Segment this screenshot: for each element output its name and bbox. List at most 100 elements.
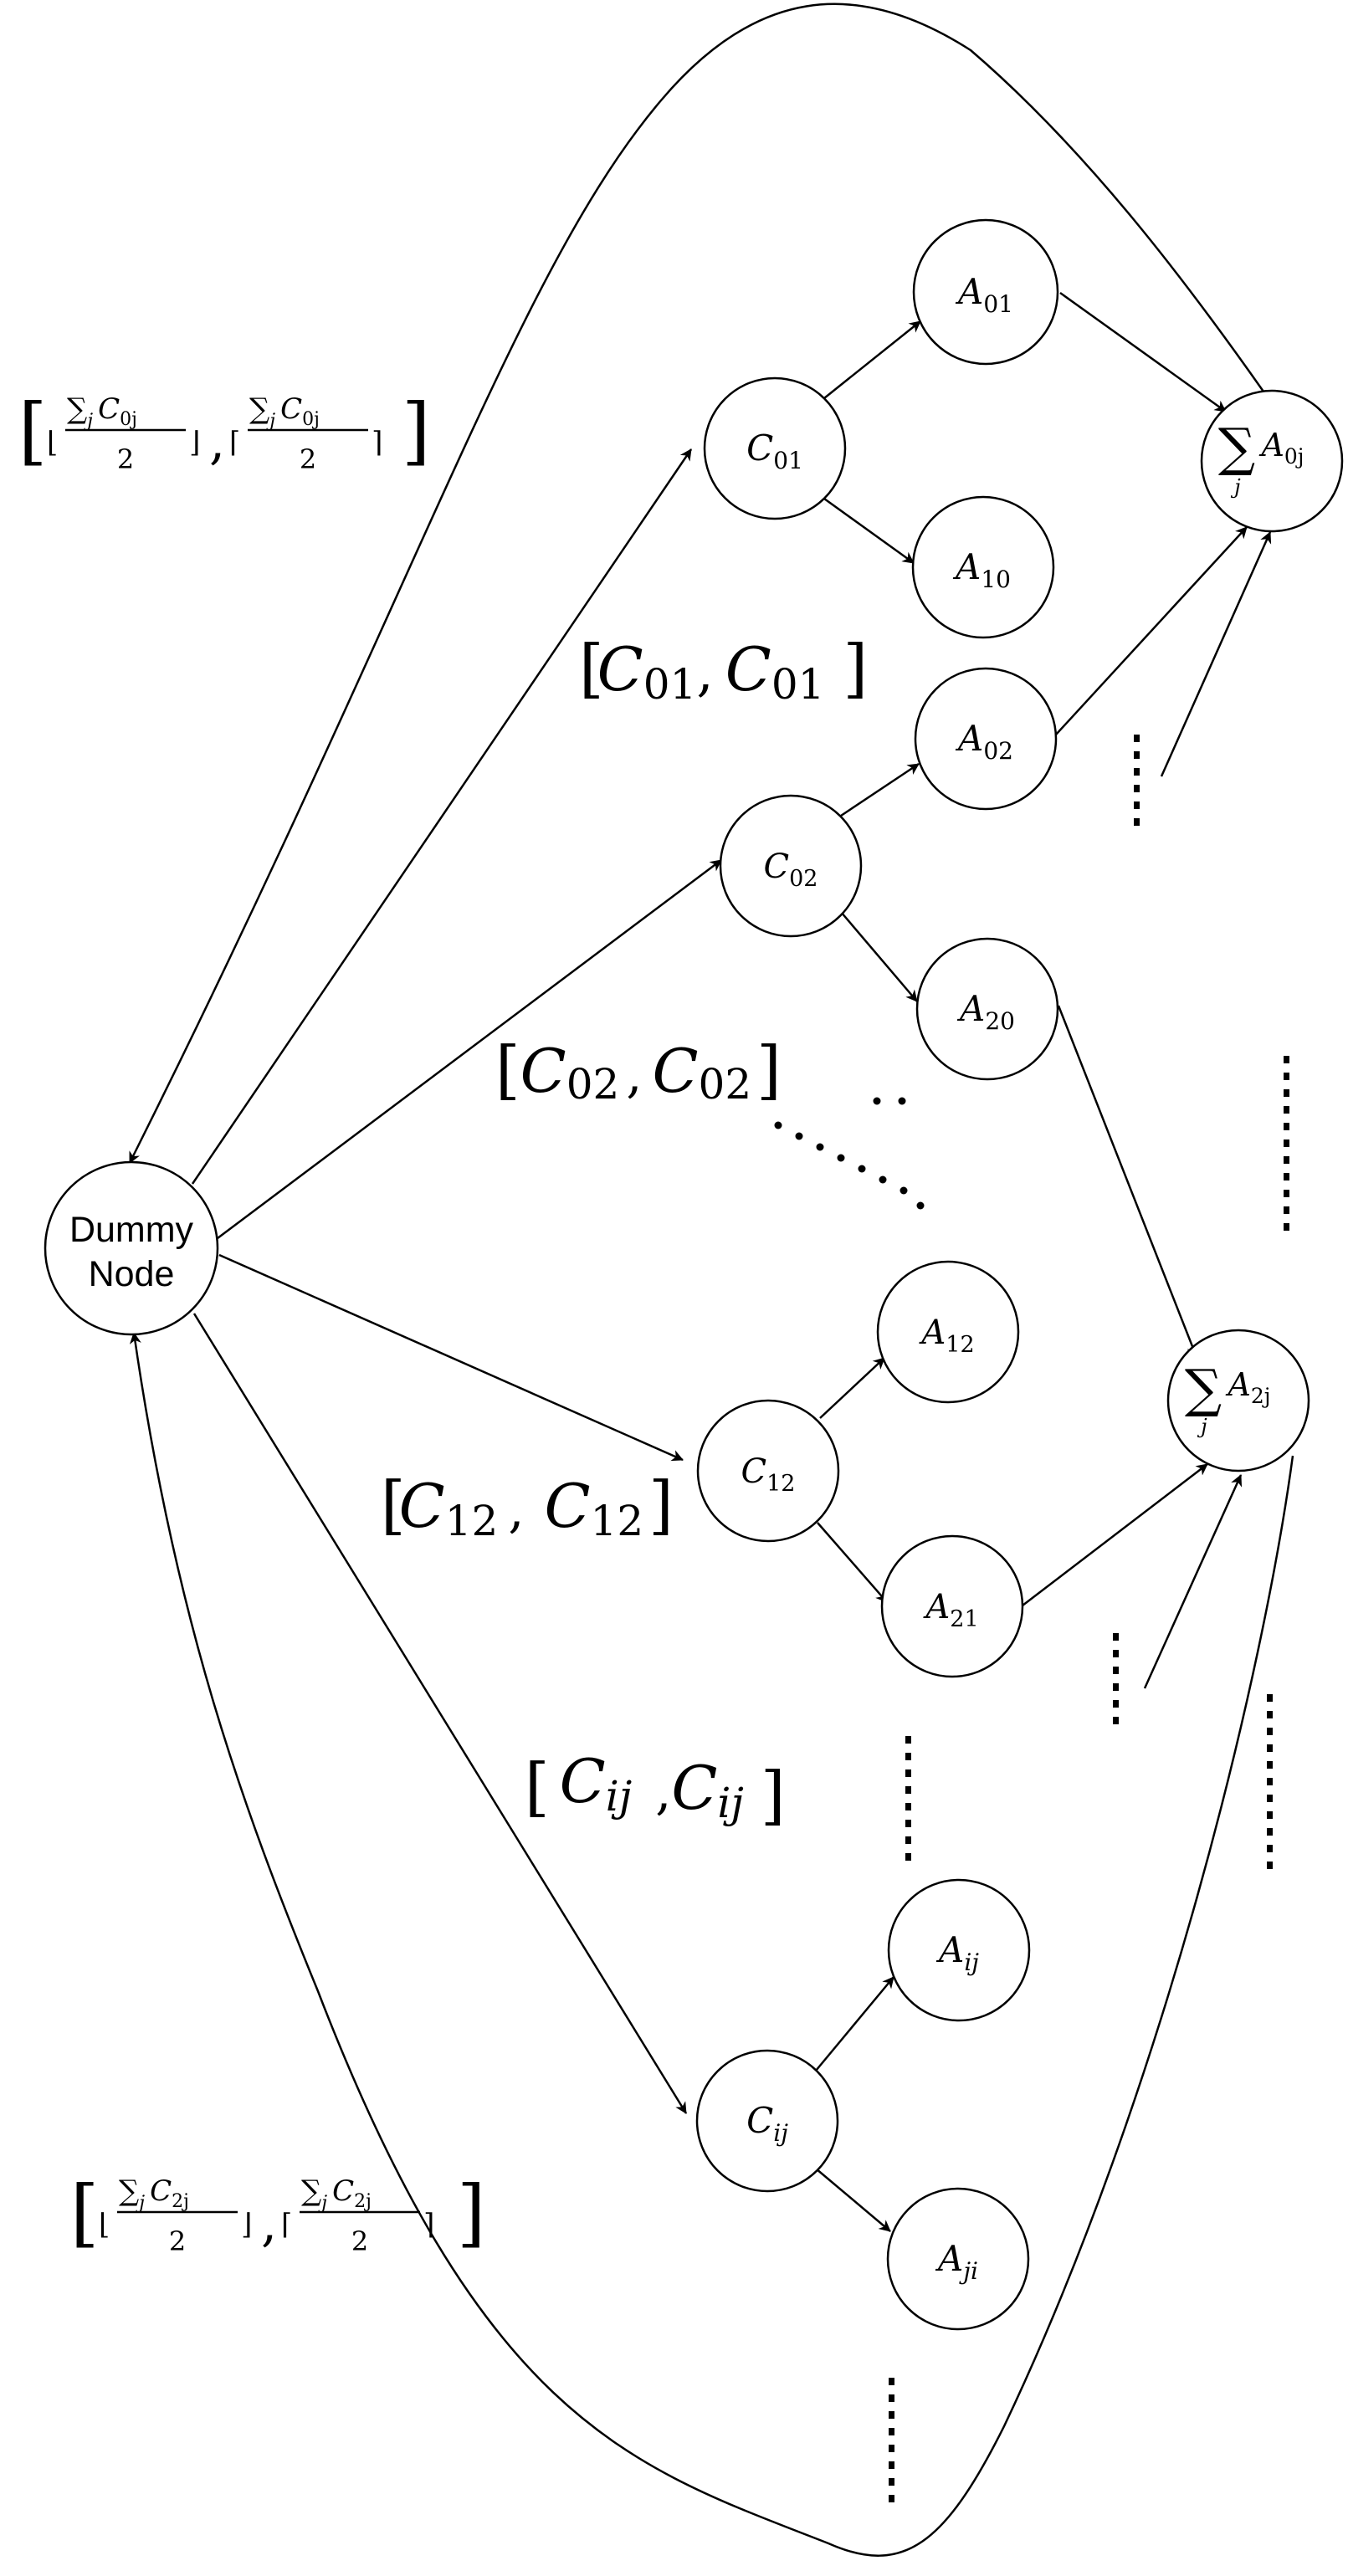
dummy-node: Dummy Node: [44, 1160, 219, 1336]
bound0j-base-2: C: [280, 392, 302, 426]
ellipsis-dots-bottom-column: [889, 2378, 894, 2502]
c02-base: C: [764, 848, 790, 886]
ellipsis-dots-a21-right: [1113, 1633, 1119, 1724]
label-cij-c1: C: [560, 1746, 606, 1816]
svg-text:Cij: Cij: [746, 2100, 788, 2147]
bound2j-close: ]: [457, 2169, 485, 2256]
cij-base: C: [746, 2100, 773, 2141]
bound0j-ceil-l: ⌈: [229, 426, 240, 459]
svg-text:[Cij,Cij]: [Cij,Cij]: [525, 1746, 786, 1832]
bound0j-floor-r: ⌋: [189, 426, 200, 459]
bound2j-base-2: C: [332, 2174, 354, 2208]
a12-sub: 12: [946, 1332, 974, 1358]
sum-node-a0j: ∑ j A0j: [1200, 389, 1344, 533]
a20-sub: 20: [985, 1007, 1015, 1035]
label-c12-s1: 12: [445, 1497, 499, 1545]
bound0j-base: C: [98, 392, 120, 426]
svg-text:A20: A20: [956, 988, 1015, 1035]
edge-a20-sum2j: [1057, 1005, 1198, 1358]
svg-text:Aij: Aij: [935, 1929, 979, 1976]
label-cij-c2: C: [671, 1753, 717, 1823]
ellipsis-dots-diagonal: [774, 1121, 925, 1210]
svg-text:C02: C02: [764, 848, 818, 892]
bound0j-ceil-r: ⌉: [372, 426, 382, 459]
label-cij-s2: ij: [717, 1779, 744, 1827]
label-c12-sep: ,: [508, 1481, 524, 1539]
edge-cij-aij: [815, 1976, 894, 2072]
a-node-a10: A10: [911, 495, 1055, 639]
sum0j-sub: 0j: [1284, 444, 1304, 469]
bound0j-close: ]: [402, 387, 430, 474]
edge-c12-a12: [819, 1357, 885, 1419]
c12-base: C: [741, 1452, 767, 1491]
svg-text:A21: A21: [922, 1588, 978, 1632]
edge-dummy-c12: [218, 1253, 684, 1462]
label-c02-sep: ,: [626, 1046, 642, 1104]
bound0j-sigma: ∑: [67, 392, 87, 426]
a01-sub: 01: [983, 290, 1013, 318]
bound2j-sub: 2j: [172, 2191, 189, 2212]
svg-text:[C02,C02]: [C02,C02]: [495, 1032, 782, 1109]
svg-text:Aji: Aji: [935, 2238, 978, 2285]
c01-base: C: [746, 428, 773, 469]
sum0j-base: A: [1258, 427, 1284, 463]
edge-c01-a10: [823, 497, 915, 565]
edge-cij-aji: [815, 2168, 891, 2232]
edge-dummy-c01: [191, 448, 693, 1185]
edge-label-cij: [Cij,Cij]: [525, 1746, 786, 1832]
bound2j-floor-l: ⌊: [99, 2208, 110, 2241]
bound2j-ceil-r: ⌉: [423, 2208, 434, 2241]
label-c12-c2: C: [544, 1471, 590, 1541]
bound2j-sub-2: 2j: [354, 2191, 372, 2212]
bound2j-denom-2: 2: [351, 2225, 368, 2257]
label-c01-c1: C: [597, 634, 643, 704]
c02-sub: 02: [789, 866, 818, 892]
bound0j-denom-2: 2: [300, 443, 316, 475]
label-c02-s2: 02: [699, 1060, 752, 1109]
aij-sub: ij: [964, 1949, 979, 1976]
c-node-c12: C12: [696, 1399, 840, 1543]
ellipsis-dots-right-column-upper: [1284, 1056, 1289, 1231]
bound0j-denom-1: 2: [117, 443, 134, 475]
label-cij-sep: ,: [655, 1763, 671, 1821]
aij-base: A: [935, 1929, 964, 1970]
label-c02-close: ]: [756, 1032, 782, 1107]
dummy-node-label-line2: Node: [89, 1254, 175, 1294]
label-c01-c2: C: [725, 634, 771, 704]
bound2j-base: C: [150, 2174, 172, 2208]
sum0j-sigma: ∑: [1218, 417, 1255, 478]
edge-label-c01: [C01,C01]: [579, 631, 868, 709]
a01-base: A: [955, 271, 983, 312]
c12-sub: 12: [766, 1471, 795, 1497]
label-c12-open: [: [381, 1467, 406, 1542]
a21-sub: 21: [950, 1606, 978, 1632]
bound0j-sub-2: 0j: [302, 409, 320, 430]
label-cij-open: [: [525, 1749, 550, 1824]
a-node-aji: Aji: [886, 2187, 1030, 2331]
a10-base: A: [952, 546, 981, 587]
bound2j-open: [: [70, 2169, 99, 2256]
ellipsis-dots-right-column-lower: [1267, 1694, 1273, 1869]
label-cij-s1: ij: [606, 1772, 633, 1821]
a-node-a02: A02: [914, 667, 1058, 811]
a-node-aij: Aij: [887, 1878, 1031, 2022]
c-node-c01: C01: [703, 376, 847, 520]
svg-text:C01: C01: [746, 428, 803, 474]
sum2j-base: A: [1225, 1366, 1250, 1403]
edge-c12-a21: [817, 1522, 888, 1603]
edge-a21-sum2j: [1022, 1463, 1208, 1606]
label-c01-sep: ,: [696, 642, 713, 704]
a-node-a12: A12: [876, 1260, 1020, 1404]
bound2j-sep: ,: [261, 2194, 277, 2253]
edge-a02-sum0j: [1055, 526, 1248, 735]
bound0j-sep: ,: [209, 412, 225, 471]
bound2j-sigma: ∑: [119, 2174, 139, 2208]
edge-label-c12: [C12,C12]: [381, 1467, 674, 1545]
a10-sub: 10: [981, 566, 1011, 593]
svg-text:A12: A12: [918, 1314, 974, 1358]
bound2j-denom-1: 2: [169, 2225, 186, 2257]
edge-label-c02: [C02,C02]: [495, 1032, 782, 1109]
